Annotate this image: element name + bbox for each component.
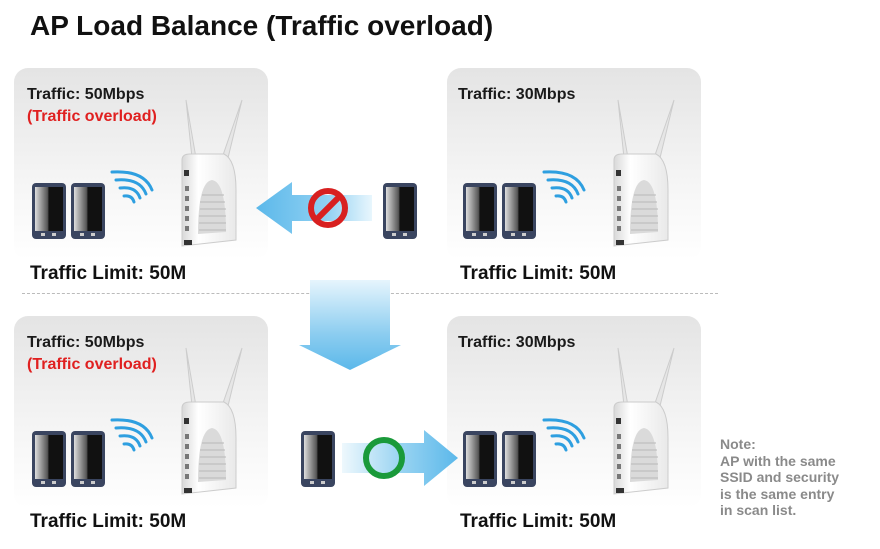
traffic-limit-label: Traffic Limit: 50M	[460, 263, 617, 284]
access-point-icon	[613, 99, 675, 247]
note-heading: Note:	[720, 436, 756, 452]
access-point-icon	[181, 99, 243, 247]
phone-icon	[71, 431, 105, 487]
phone-icon	[301, 431, 335, 487]
phone-icon	[32, 431, 66, 487]
phone-icon	[383, 183, 417, 239]
note-line: is the same entry	[720, 485, 835, 502]
traffic-label: Traffic: 50Mbps	[27, 86, 145, 103]
phone-icon	[32, 183, 66, 239]
traffic-label: Traffic: 30Mbps	[458, 86, 576, 103]
ok-circle-icon	[363, 437, 405, 479]
page-title: AP Load Balance (Traffic overload)	[30, 10, 494, 41]
wifi-waves-icon	[542, 418, 586, 452]
overload-label: (Traffic overload)	[27, 356, 157, 373]
arrow-icon	[299, 280, 401, 370]
note-line: in scan list.	[720, 502, 797, 518]
note: Note: AP with the same SSID and security…	[720, 436, 880, 519]
traffic-label: Traffic: 50Mbps	[27, 334, 145, 351]
traffic-limit-label: Traffic Limit: 50M	[30, 263, 187, 284]
overload-label: (Traffic overload)	[27, 108, 157, 125]
wifi-waves-icon	[110, 170, 154, 204]
wifi-waves-icon	[542, 170, 586, 204]
traffic-label: Traffic: 30Mbps	[458, 334, 576, 351]
prohibited-icon	[308, 188, 348, 228]
access-point-icon	[181, 347, 243, 495]
phone-icon	[463, 183, 497, 239]
traffic-limit-label: Traffic Limit: 50M	[460, 511, 617, 532]
phone-icon	[502, 183, 536, 239]
phone-icon	[463, 431, 497, 487]
access-point-icon	[613, 347, 675, 495]
note-line: SSID and security	[720, 469, 840, 485]
phone-icon	[71, 183, 105, 239]
traffic-limit-label: Traffic Limit: 50M	[30, 511, 187, 532]
note-line: AP with the same	[720, 452, 836, 469]
wifi-waves-icon	[110, 418, 154, 452]
phone-icon	[502, 431, 536, 487]
